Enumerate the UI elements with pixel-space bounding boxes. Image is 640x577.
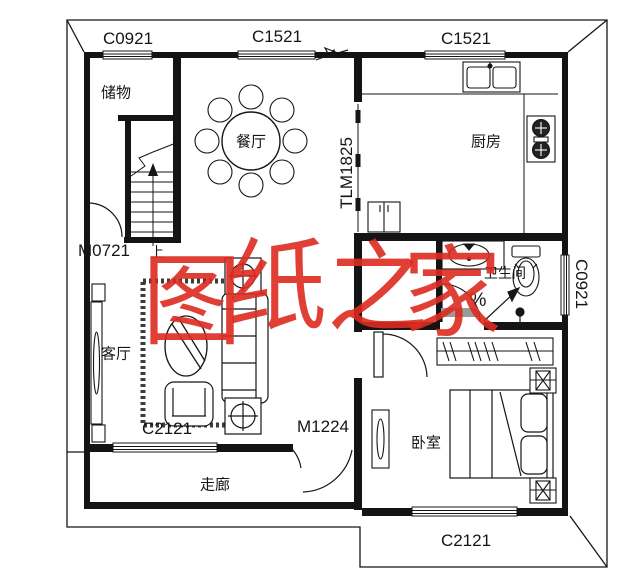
console-table	[371, 409, 390, 469]
windows	[102, 50, 570, 517]
door-bedroom	[373, 331, 428, 378]
label-room-storage: 储物	[100, 84, 132, 102]
label-stairs-up: 上	[150, 244, 164, 260]
label-window-bedroom: C2121	[440, 531, 492, 550]
label-room-bedroom: 卧室	[410, 434, 442, 452]
watermark-char-4: 家	[402, 238, 502, 350]
label-sliding-door: TLM1825	[337, 137, 356, 209]
wardrobe	[436, 337, 554, 366]
watermark-char-1: 图	[142, 246, 242, 358]
label-door-storage: M0721	[78, 241, 130, 260]
nightstand-bottom	[529, 477, 557, 504]
armchair	[164, 381, 214, 427]
shower-curb	[441, 308, 478, 317]
bathroom-basin	[441, 240, 505, 270]
tv-cabinet	[90, 283, 106, 443]
dining-table	[221, 111, 281, 171]
kitchen-stove	[526, 115, 556, 163]
floor-drain	[512, 307, 528, 327]
label-window-living: C2121	[141, 419, 193, 438]
label-door-entry: M1224	[297, 417, 349, 436]
coffee-table	[164, 315, 208, 377]
window-dining-C1521	[237, 50, 316, 60]
side-table-top	[224, 257, 262, 295]
label-room-dining: 餐厅	[235, 133, 267, 151]
label-room-living: 客厅	[100, 345, 132, 363]
window-living-C2121	[112, 442, 218, 453]
window-right-C0921	[560, 254, 570, 316]
slope-arrow	[483, 286, 521, 322]
wall-break-mark	[315, 46, 349, 61]
door-entry-M1224	[292, 449, 353, 493]
doors	[87, 202, 481, 493]
side-table-bottom	[224, 397, 262, 435]
watermark-char-3: 之	[327, 233, 427, 345]
label-slope-percent: %	[469, 290, 487, 311]
fridge	[367, 201, 401, 233]
door-storage-M0721	[87, 202, 123, 238]
label-room-bathroom: 卫生间	[484, 265, 526, 281]
stairs	[130, 142, 177, 246]
kitchen-counter	[362, 93, 558, 233]
nightstand-top	[529, 367, 557, 394]
label-window-dining: C1521	[251, 27, 303, 46]
eaves-outline	[66, 19, 608, 568]
label-room-kitchen: 厨房	[470, 133, 502, 151]
watermark-char-2: 纸	[227, 231, 327, 343]
window-kitchen-C1521	[424, 50, 506, 60]
label-window-right: C0921	[572, 258, 591, 310]
window-top-left-C0921	[102, 50, 153, 60]
dining-table-set	[194, 84, 308, 198]
label-room-corridor: 走廊	[199, 476, 231, 494]
stairs-up-arrow	[148, 163, 158, 246]
kitchen-sink	[462, 61, 521, 93]
label-window-top-left: C0921	[102, 29, 154, 48]
window-bedroom-C2121	[411, 506, 518, 517]
toilet	[511, 245, 541, 297]
bed	[449, 389, 554, 479]
label-window-kitchen: C1521	[440, 29, 492, 48]
